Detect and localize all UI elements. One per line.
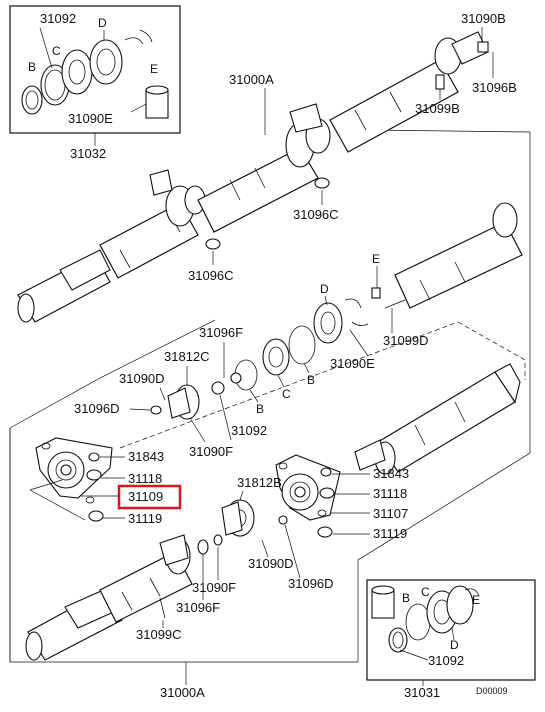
label-31843-left: 31843 [128,449,164,464]
label-D-bottom: D [450,638,459,652]
label-31096C-left: 31096C [188,268,234,283]
label-31092-bottom: 31092 [428,653,464,668]
label-C-bottom: C [421,585,430,599]
label-31099B: 31099B [415,101,460,116]
label-31090F-bottom: 31090F [192,580,236,595]
label-31843-mid: 31843 [373,466,409,481]
label-31109[interactable]: 31109 [128,489,163,504]
label-31090E-top: 31090E [68,111,113,126]
label-31096B: 31096B [472,80,517,95]
label-D-top: D [98,16,107,30]
label-31032: 31032 [70,146,106,161]
label-31096F-bottom: 31096F [176,600,220,615]
label-31000A-bottom: 31000A [160,685,205,700]
label-31092-top: 31092 [40,11,76,26]
label-E-bottom: E [472,593,480,607]
rear-shaft-right [150,202,523,420]
label-B-bottom: B [402,591,410,605]
label-31096C-right: 31096C [293,207,339,222]
label-31090D-mid: 31090D [248,556,294,571]
label-31096D-left: 31096D [74,401,120,416]
label-C-right: C [282,387,291,401]
lower-propeller-shaft [25,534,223,661]
center-bearing-left [29,437,113,522]
label-31118-left: 31118 [128,471,162,486]
label-B-right: B [307,373,315,387]
lower-assembly-frame [9,129,531,663]
label-31099D: 31099D [383,333,429,348]
label-31090E-right: 31090E [330,356,375,371]
bottom-kit-parts [371,585,480,653]
label-31000A-top: 31000A [229,72,274,87]
upper-propeller-shaft [17,31,489,323]
label-31118-mid: 31118 [373,486,407,501]
label-D-right: D [320,282,329,296]
label-31119-left: 31119 [128,511,162,526]
label-31099C: 31099C [136,627,182,642]
label-31096F-right: 31096F [199,325,243,340]
label-31119-mid: 31119 [373,526,407,541]
label-B-right-2: B [256,402,264,416]
diagram-code: D00009 [476,686,508,696]
label-E-top: E [150,62,158,76]
top-kit-parts [21,29,169,119]
label-31090F-mid: 31090F [189,444,233,459]
label-31107: 31107 [373,506,408,521]
label-E-right: E [372,252,380,266]
label-C-top: C [52,44,61,58]
label-31090D-left: 31090D [119,371,165,386]
highlight-31109[interactable] [117,484,182,510]
label-31031: 31031 [404,685,440,700]
label-31090B: 31090B [461,11,506,26]
label-31812B: 31812B [237,475,282,490]
label-31812C: 31812C [164,349,210,364]
rear-shaft-lower [354,363,521,475]
label-B-top: B [28,60,36,74]
kit-box-31031 [366,579,536,681]
label-31092-right: 31092 [231,423,267,438]
center-bearing-right [221,454,341,538]
label-31096D-mid: 31096D [288,576,334,591]
